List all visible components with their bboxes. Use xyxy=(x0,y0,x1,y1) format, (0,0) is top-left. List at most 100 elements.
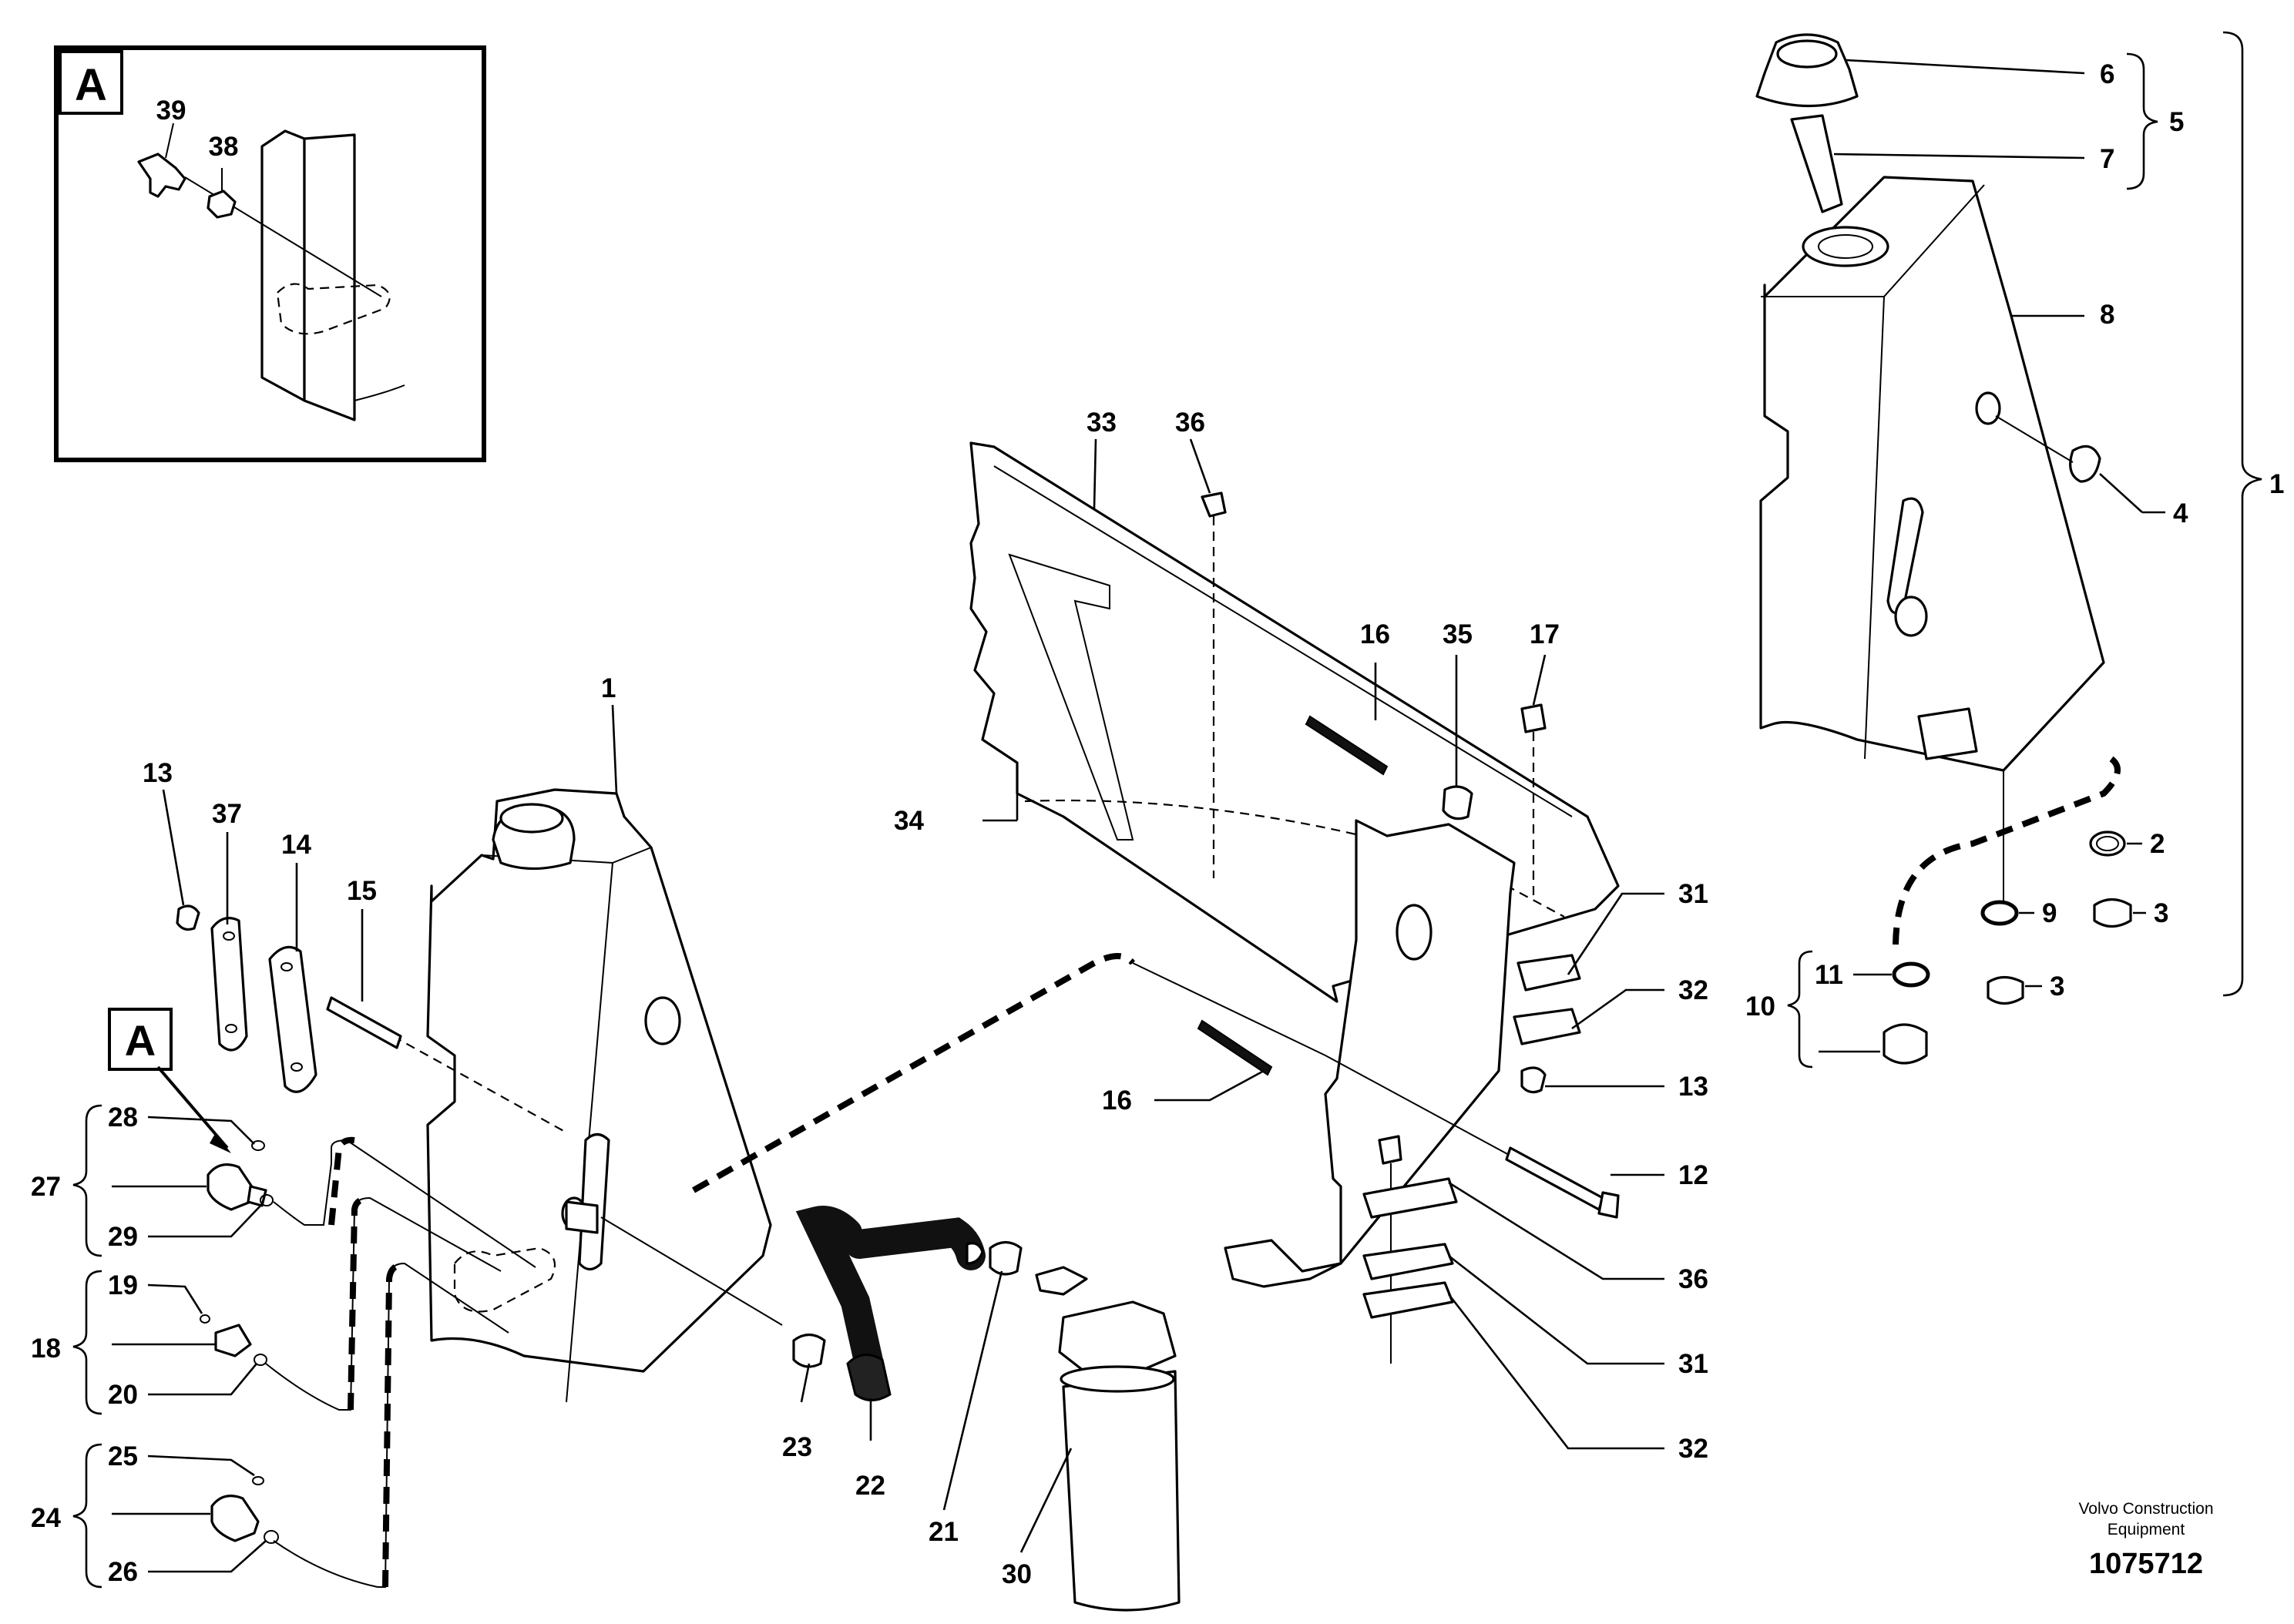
clamp-21 xyxy=(989,1240,1023,1276)
grommet-35 xyxy=(1442,785,1473,820)
bolt-12 xyxy=(1505,1146,1604,1211)
callout-17: 17 xyxy=(1530,619,1560,649)
o-ring-25 xyxy=(252,1476,264,1485)
strip-16-upper xyxy=(1305,715,1389,776)
callout-2: 2 xyxy=(2150,829,2165,859)
bracket-5 xyxy=(2126,52,2158,190)
callout-13-left: 13 xyxy=(143,758,173,788)
plate-14 xyxy=(268,945,317,1093)
strainer-7 xyxy=(1790,114,1843,213)
view-marker-box xyxy=(108,1008,173,1071)
hose-22 xyxy=(795,1206,885,1386)
o-ring-20 xyxy=(254,1354,267,1366)
elbow-24 xyxy=(210,1495,260,1542)
panel-33 xyxy=(969,441,1620,1003)
tank-1-sight-gauge xyxy=(578,1132,610,1271)
shim-31-upper xyxy=(1516,954,1581,992)
tank-assembly-left: A xyxy=(31,673,1326,1612)
bolt-17 xyxy=(1520,703,1547,733)
callout-31-upper: 31 xyxy=(1678,879,1708,909)
shim-31-lower xyxy=(1362,1243,1454,1280)
detail-letter: A xyxy=(75,60,107,110)
callout-3b: 3 xyxy=(2050,971,2064,1002)
tank-8 xyxy=(1759,176,2105,772)
mounting-plate-assembly: 33 36 16 35 17 34 31 32 13 16 12 36 31 3… xyxy=(894,408,1708,1464)
rod-15 xyxy=(326,996,402,1049)
callout-18: 18 xyxy=(31,1334,61,1364)
company-line-2: Equipment xyxy=(2108,1521,2185,1538)
o-ring-9 xyxy=(1980,900,2019,926)
shim-32-lower xyxy=(1362,1281,1454,1319)
callout-36-bottom: 36 xyxy=(1678,1264,1708,1294)
fitting-39 xyxy=(137,153,186,198)
callout-15: 15 xyxy=(347,876,377,906)
tank-1 xyxy=(426,788,772,1373)
view-marker-letter: A xyxy=(125,1016,156,1065)
clamp-23 xyxy=(792,1333,826,1368)
plug-3a xyxy=(2093,898,2132,928)
shim-32-upper xyxy=(1513,1008,1581,1045)
callout-5: 5 xyxy=(2169,107,2184,137)
callout-29: 29 xyxy=(108,1222,138,1252)
callout-10: 10 xyxy=(1745,992,1775,1022)
callout-25: 25 xyxy=(108,1441,138,1471)
callout-33: 33 xyxy=(1087,408,1117,438)
bracket-18 xyxy=(72,1270,102,1415)
callout-37: 37 xyxy=(212,799,242,829)
bracket-27 xyxy=(72,1104,102,1257)
callout-31-lower: 31 xyxy=(1678,1349,1708,1379)
drawing-number: 1075712 xyxy=(2089,1548,2203,1580)
plug-10 xyxy=(1883,1023,1928,1065)
callout-27: 27 xyxy=(31,1172,61,1202)
callout-6: 6 xyxy=(2100,59,2114,89)
union-18 xyxy=(214,1324,252,1357)
callout-26: 26 xyxy=(108,1557,138,1587)
company-line-1: Volvo Construction xyxy=(2078,1500,2213,1518)
callout-8: 8 xyxy=(2100,300,2114,330)
callout-12: 12 xyxy=(1678,1160,1708,1190)
callout-16-upper: 16 xyxy=(1360,619,1390,649)
routing-line-right xyxy=(1893,756,2121,948)
filter-30 xyxy=(1062,1370,1181,1612)
routing-line-left xyxy=(692,953,1136,1193)
callout-30: 30 xyxy=(1002,1559,1032,1589)
bracket-24 xyxy=(72,1443,102,1589)
callout-24: 24 xyxy=(31,1503,61,1533)
o-ring-11 xyxy=(1892,961,1930,988)
bolt-36-lower xyxy=(1378,1135,1402,1165)
callout-21: 21 xyxy=(929,1517,959,1547)
bolt-36-upper xyxy=(1201,492,1227,518)
o-ring-19 xyxy=(200,1314,210,1324)
detail-view-a: A 39 38 xyxy=(54,45,486,462)
detail-hidden-outline xyxy=(276,283,391,335)
o-ring-29 xyxy=(260,1194,274,1206)
callout-3a: 3 xyxy=(2154,898,2168,928)
callout-14: 14 xyxy=(281,830,311,860)
callout-28: 28 xyxy=(108,1102,138,1132)
callout-1-top: 1 xyxy=(601,673,616,703)
callout-35: 35 xyxy=(1443,619,1473,649)
callout-11: 11 xyxy=(1815,960,1843,990)
callout-4: 4 xyxy=(2173,498,2188,528)
strip-16-lower xyxy=(1197,1019,1273,1076)
callout-23: 23 xyxy=(782,1432,812,1462)
callout-32-lower: 32 xyxy=(1678,1434,1708,1464)
callout-32-upper: 32 xyxy=(1678,975,1708,1005)
tank-assembly-right: 6 7 5 8 4 1 2 3 9 3 11 10 xyxy=(1745,31,2284,1069)
plate-37 xyxy=(210,917,248,1052)
bracket-1 xyxy=(2222,31,2262,997)
washer-2 xyxy=(2089,830,2126,857)
detail-letter-box xyxy=(59,50,123,115)
callout-22: 22 xyxy=(855,1471,885,1501)
callout-16-lower: 16 xyxy=(1102,1085,1132,1116)
detail-tank-edge xyxy=(260,129,306,402)
callout-7: 7 xyxy=(2100,144,2114,174)
plug-3b xyxy=(1987,975,2024,1005)
callout-36-top: 36 xyxy=(1175,408,1205,438)
bracket-10 xyxy=(1787,950,1813,1069)
callout-39: 39 xyxy=(156,96,186,126)
o-ring-26 xyxy=(264,1530,279,1544)
plug-4 xyxy=(2069,445,2101,483)
